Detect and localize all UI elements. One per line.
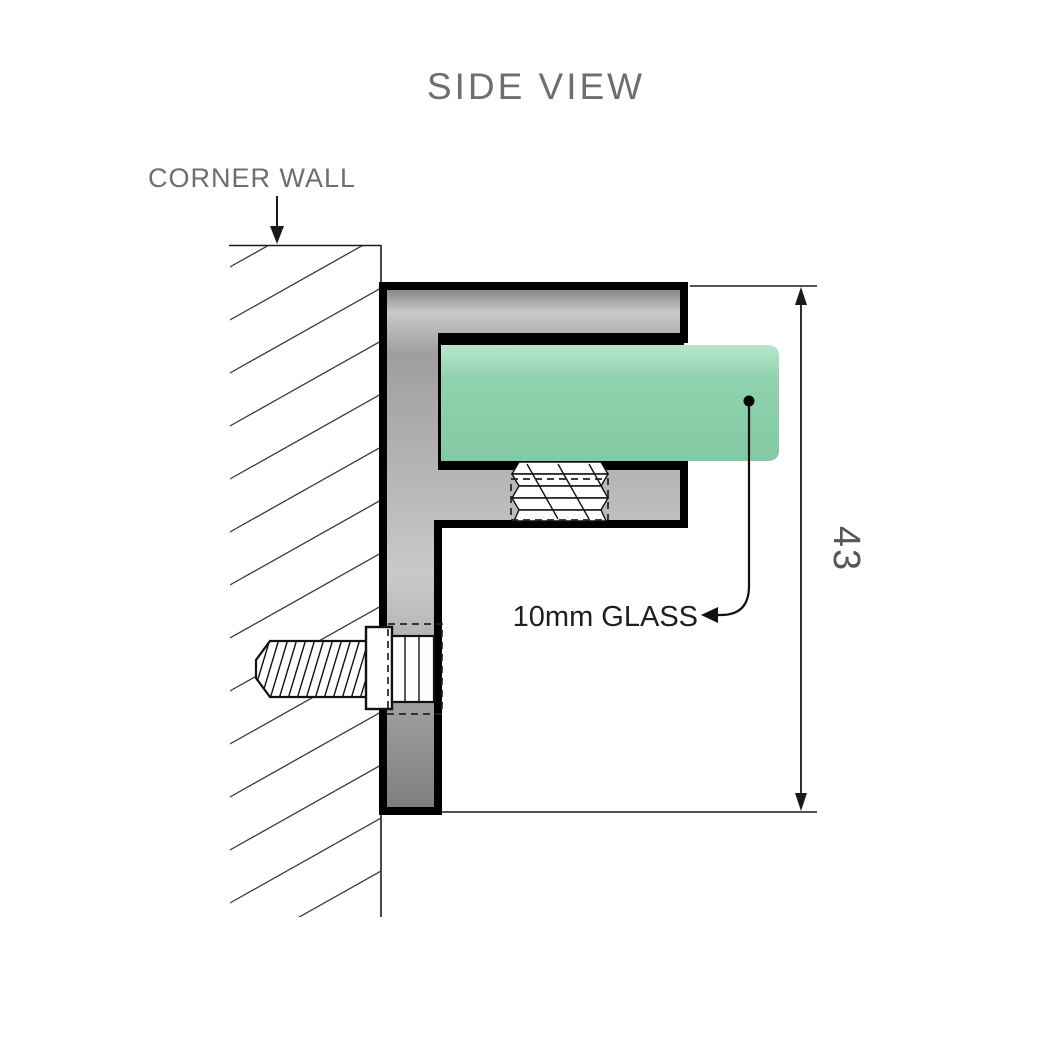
glass-label: 10mm GLASS	[513, 601, 698, 633]
glass-leader-line	[715, 401, 751, 617]
glass-leader-arrowhead	[701, 607, 718, 623]
corner-wall-arrow	[270, 196, 284, 244]
corner-wall-label: CORNER WALL	[148, 163, 356, 193]
glass-panel	[441, 345, 779, 461]
wall-screw	[254, 623, 443, 715]
grub-screw-hidden-outline	[510, 478, 609, 521]
glass-callout: 10mm GLASS	[513, 395, 755, 633]
diagram-title: SIDE VIEW	[427, 66, 645, 107]
screw-head	[390, 634, 436, 704]
wall-hatching	[230, 246, 380, 917]
screw-head-hidden-outline	[387, 623, 443, 715]
grub-screw	[510, 461, 610, 522]
dim-value: 43	[825, 526, 867, 572]
dimension-43: 43	[441, 285, 867, 813]
dim-arrow-top	[795, 287, 807, 305]
screw-threads	[256, 641, 372, 697]
dim-arrow-bottom	[795, 793, 807, 811]
